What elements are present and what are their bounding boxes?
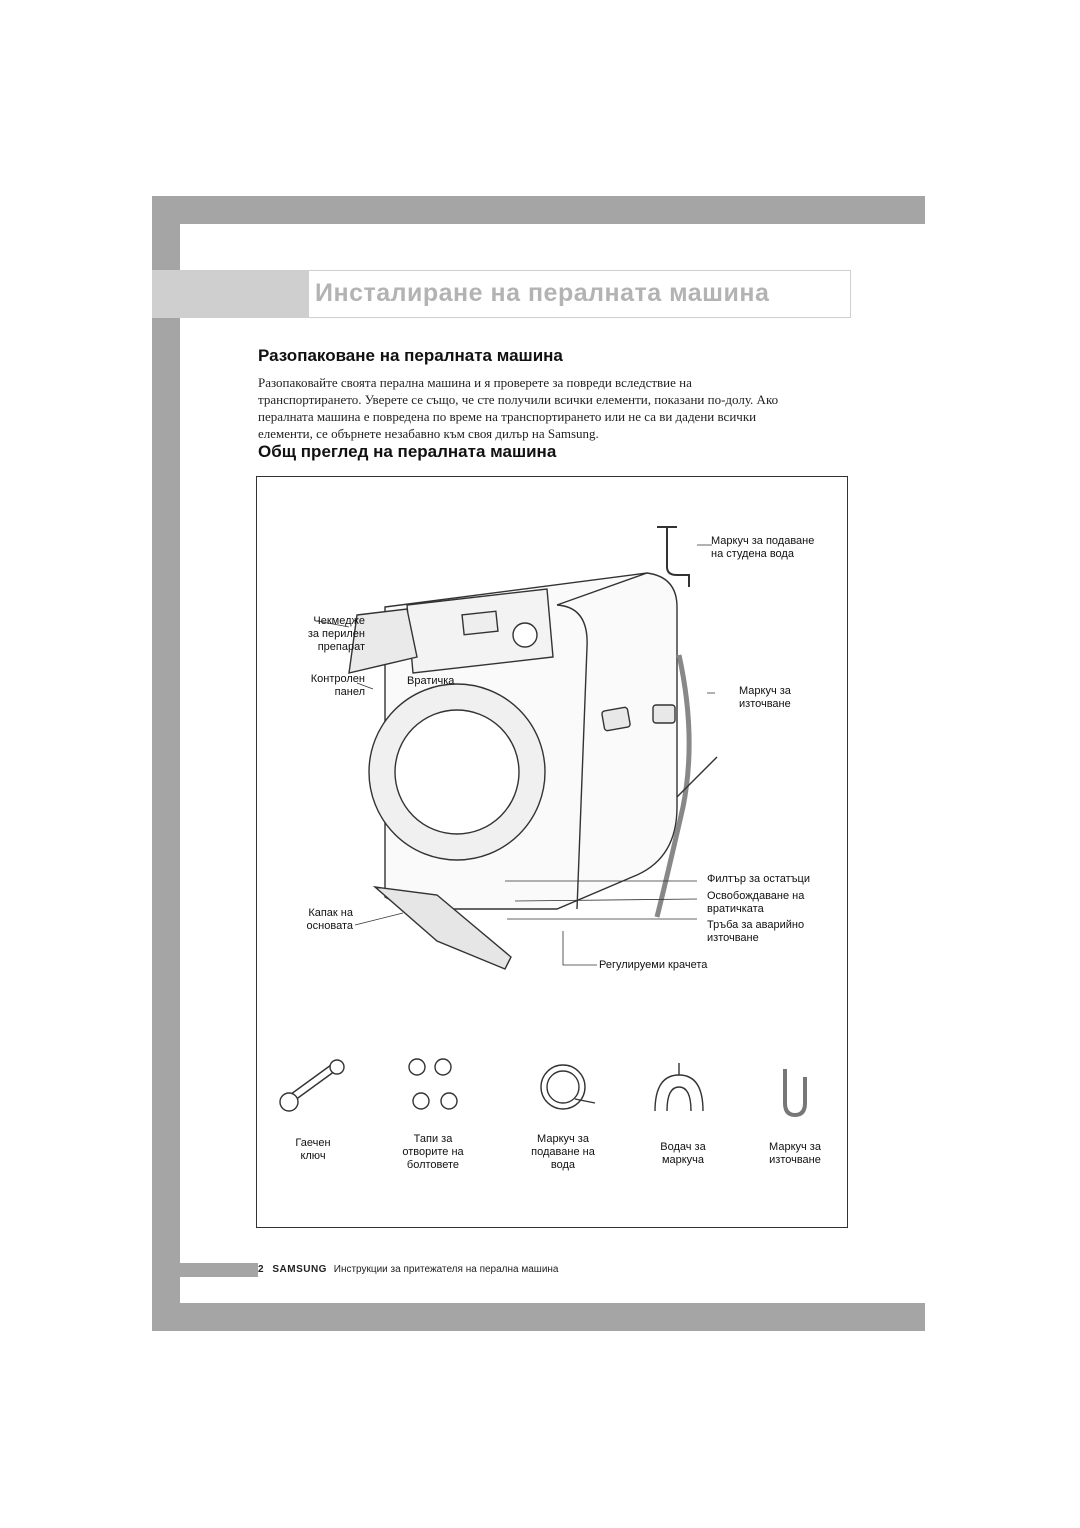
section-heading-overview: Общ преглед на пералната машина <box>258 442 557 461</box>
accessory-label-drain-hose: Маркуч за източване <box>747 1141 843 1167</box>
detergent-drawer <box>348 608 418 674</box>
label-control-panel: Контролен панел <box>257 673 365 699</box>
label-debris-filter: Филтър за остатъци <box>707 873 810 886</box>
paragraph-line: пералната машина е повредена по време на… <box>258 409 757 424</box>
label-line: Маркуч за подаване <box>711 535 815 547</box>
label-line: основата <box>306 920 353 932</box>
label-base-cover: Капак на основата <box>257 907 353 933</box>
page-number: 2 <box>258 1264 264 1275</box>
label-line: Вратичка <box>407 675 455 687</box>
power-cord <box>676 756 718 798</box>
label-cold-water-hose: Маркуч за подаване на студена вода <box>711 535 814 561</box>
accessory-label-water-supply-hose: Маркуч за подаване на вода <box>515 1133 611 1172</box>
label-door: Вратичка <box>407 675 454 688</box>
bolt-caps-icon <box>408 1058 458 1110</box>
water-supply-hose-icon <box>540 1064 596 1110</box>
display-panel <box>461 610 499 636</box>
label-line: Тръба за аварийно <box>707 919 805 931</box>
paragraph-line: транспортирането. Уверете се също, че ст… <box>258 392 779 407</box>
label-line: Регулируеми крачета <box>599 959 708 971</box>
label-line: Чекмедже <box>313 615 365 627</box>
label-emergency-drain: Тръба за аварийно източване <box>707 919 804 945</box>
label-line: за перилен <box>307 628 365 640</box>
footer-grey-bar <box>152 1263 258 1277</box>
drain-hose-icon <box>783 1069 807 1118</box>
label-line: подаване на <box>531 1146 595 1158</box>
label-line: болтовете <box>406 1159 460 1171</box>
label-line: източване <box>769 1154 821 1166</box>
label-line: вратичката <box>707 903 764 915</box>
page-title: Инсталиране на пералната машина <box>315 279 770 307</box>
paragraph-line: Разопаковайте своята перална машина и я … <box>258 375 692 390</box>
washer-side <box>556 572 648 910</box>
section-heading-unpacking: Разопаковане на пералната машина <box>258 346 563 365</box>
label-line: препарат <box>317 641 365 653</box>
door-glass <box>394 709 520 835</box>
label-line: панел <box>334 686 365 698</box>
title-grey-block <box>153 271 309 317</box>
label-line: Контролен <box>310 673 365 685</box>
label-line: източване <box>707 932 759 944</box>
side-handle-2 <box>601 706 631 732</box>
label-line: Маркуч за <box>769 1141 821 1153</box>
accessory-label-spanner: Гаечен ключ <box>271 1137 355 1163</box>
base-cover <box>372 886 512 970</box>
page-title-box: Инсталиране на пералната машина <box>152 270 851 318</box>
page-frame-top <box>152 196 925 224</box>
accessory-label-hose-guide: Водач за маркуча <box>635 1141 731 1167</box>
page-frame-bottom <box>152 1303 925 1331</box>
label-line: Капак на <box>308 907 353 919</box>
label-adjustable-feet: Регулируеми крачета <box>599 959 707 972</box>
label-line: вода <box>550 1159 576 1171</box>
page-footer: 2 SAMSUNG Инструкции за притежателя на п… <box>258 1264 559 1275</box>
hose-guide-icon <box>654 1063 704 1112</box>
accessory-label-bolt-caps: Тапи за отворите на болтовете <box>385 1133 481 1172</box>
label-line: Водач за <box>660 1141 706 1153</box>
leader-lines <box>316 544 715 966</box>
brand-name: SAMSUNG <box>272 1264 327 1275</box>
label-line: на студена вода <box>711 548 794 560</box>
label-line: източване <box>739 698 791 710</box>
label-line: Гаечен <box>295 1137 331 1149</box>
label-line: Освобождаване на <box>707 890 805 902</box>
page-frame-left <box>152 196 180 1331</box>
paragraph-line: елементи, се обърнете незабавно към своя… <box>258 426 599 441</box>
label-line: ключ <box>300 1150 326 1162</box>
washer-overview-figure: Маркуч за подаване на студена вода Чекме… <box>256 476 848 1228</box>
label-line: Маркуч за <box>739 685 791 697</box>
label-line: маркуча <box>661 1154 705 1166</box>
label-drain-hose: Маркуч за източване <box>739 685 791 711</box>
program-dial <box>512 622 538 648</box>
spanner-icon <box>279 1059 345 1112</box>
accessory-icons <box>279 1058 807 1118</box>
label-line: Филтър за остатъци <box>707 873 810 885</box>
washer-illustration <box>279 526 807 1118</box>
drain-hose-line <box>654 654 692 918</box>
water-tap <box>657 526 690 587</box>
label-line: отворите на <box>402 1146 464 1158</box>
footer-text: Инструкции за притежателя на перална маш… <box>333 1264 559 1275</box>
unpacking-paragraph: Разопаковайте своята перална машина и я … <box>258 374 858 442</box>
label-line: Тапи за <box>413 1133 453 1145</box>
label-detergent-drawer: Чекмедже за перилен препарат <box>257 615 365 654</box>
label-door-release: Освобождаване на вратичката <box>707 890 804 916</box>
label-line: Маркуч за <box>537 1133 589 1145</box>
side-handle-1 <box>652 704 676 724</box>
